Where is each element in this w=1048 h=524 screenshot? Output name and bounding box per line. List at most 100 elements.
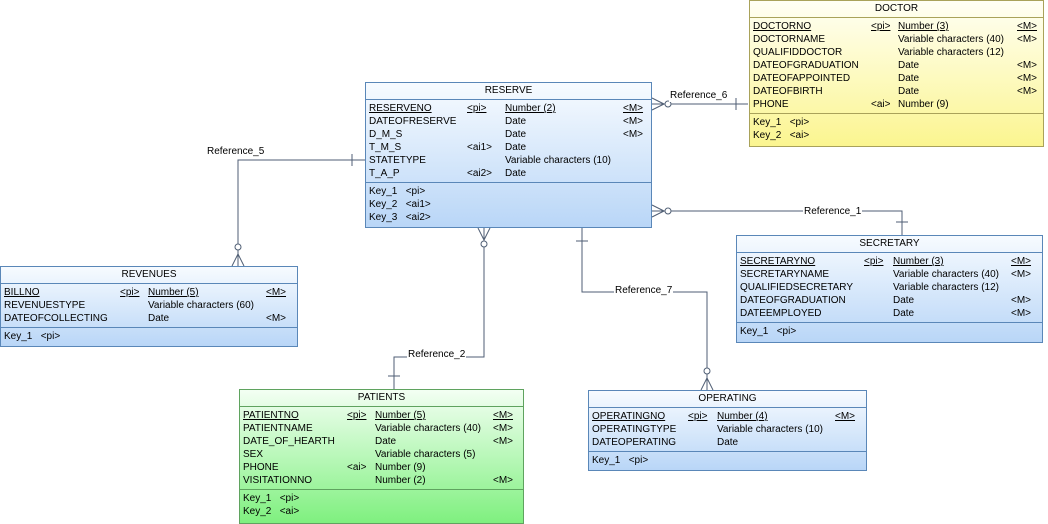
attribute-identifier: <pi> (871, 21, 891, 32)
attribute-mandatory: <M> (493, 410, 514, 421)
reserve-attribute-row[interactable]: T_A_P <ai2> Date (369, 167, 651, 180)
attribute-mandatory: <M> (623, 116, 644, 127)
attribute-identifier: <ai2> (467, 168, 493, 179)
attribute-type: Date (148, 313, 170, 324)
attribute-type: Number (3) (893, 256, 944, 267)
reference-1-label[interactable]: Reference_1 (803, 206, 863, 218)
attribute-name: T_A_P (369, 168, 400, 179)
reserve-entity[interactable]: RESERVE RESERVENO<pi>Number (2)<M>DATEOF… (365, 82, 652, 228)
attribute-type: Date (505, 168, 527, 179)
key-label: Key_3 <ai2> (369, 212, 431, 223)
reference-7-line[interactable] (576, 228, 714, 391)
patients-entity[interactable]: PATIENTS PATIENTNO<pi>Number (5)<M>PATIE… (239, 389, 524, 524)
secretary-title: SECRETARY (737, 236, 1042, 253)
attribute-identifier: <pi> (120, 287, 140, 298)
attribute-name: REVENUESTYPE (4, 300, 86, 311)
operating-title: OPERATING (589, 391, 866, 408)
patients-key-row[interactable]: Key_2 <ai> (243, 505, 523, 518)
attribute-mandatory: <M> (1011, 308, 1032, 319)
doctor-attribute-row[interactable]: DOCTORNO<pi>Number (3)<M> (753, 20, 1043, 33)
attribute-name: DOCTORNO (753, 21, 812, 32)
attribute-type: Variable characters (40) (898, 34, 1004, 45)
reference-5-line[interactable] (231, 154, 365, 267)
revenues-key-row[interactable]: Key_1 <pi> (4, 330, 297, 343)
reference-2-line[interactable] (388, 227, 491, 389)
attribute-identifier: <pi> (864, 256, 884, 267)
attribute-mandatory: <M> (1017, 86, 1038, 97)
attribute-type: Number (2) (505, 103, 556, 114)
key-label: Key_1 <pi> (592, 455, 649, 466)
secretary-key-row[interactable]: Key_1 <pi> (740, 325, 1042, 338)
attribute-type: Date (898, 86, 920, 97)
reserve-key-row[interactable]: Key_2 <ai1> (369, 198, 651, 211)
attribute-type: Variable characters (40) (893, 269, 999, 280)
operating-entity[interactable]: OPERATING OPERATINGNO<pi>Number (4)<M>OP… (588, 390, 867, 471)
attribute-type: Date (505, 142, 527, 153)
attribute-identifier: <ai> (871, 99, 891, 110)
attribute-name: DATEOPERATING (592, 437, 677, 448)
reserve-key-row[interactable]: Key_1 <pi> (369, 185, 651, 198)
reference-6-line[interactable] (651, 97, 748, 111)
secretary-attribute-row[interactable]: DATEEMPLOYED Date <M> (740, 307, 1042, 320)
reference-5-label[interactable]: Reference_5 (206, 146, 266, 158)
operating-key-row[interactable]: Key_1 <pi> (592, 454, 866, 467)
attribute-identifier: <pi> (347, 410, 367, 421)
reference-2-label[interactable]: Reference_2 (407, 349, 467, 361)
reserve-attribute-row[interactable]: RESERVENO<pi>Number (2)<M> (369, 102, 651, 115)
attribute-name: DATE_OF_HEARTH (243, 436, 335, 447)
attribute-name: DATEOFCOLLECTING (4, 313, 108, 324)
attribute-type: Number (9) (898, 99, 949, 110)
reference-7-label[interactable]: Reference_7 (614, 285, 674, 297)
attribute-type: Date (898, 73, 920, 84)
doctor-key-row[interactable]: Key_1 <pi> (753, 116, 1043, 129)
reserve-attribute-row[interactable]: T_M_S <ai1> Date (369, 141, 651, 154)
patients-attribute-row[interactable]: PATIENTNO<pi>Number (5)<M> (243, 409, 523, 422)
attribute-mandatory: <M> (623, 103, 644, 114)
attribute-type: Date (893, 308, 915, 319)
attribute-name: PATIENTNAME (243, 423, 313, 434)
attribute-name: T_M_S (369, 142, 402, 153)
doctor-key-row[interactable]: Key_2 <ai> (753, 129, 1043, 142)
attribute-mandatory: <M> (493, 475, 514, 486)
reference-1-line[interactable] (651, 204, 908, 235)
key-label: Key_1 <pi> (753, 117, 810, 128)
attribute-identifier: <ai1> (467, 142, 493, 153)
attribute-mandatory: <M> (1017, 73, 1038, 84)
reserve-key-row[interactable]: Key_3 <ai2> (369, 211, 651, 224)
attribute-identifier: <ai> (347, 462, 367, 473)
revenues-attribute-row[interactable]: BILLNO<pi>Number (5)<M> (4, 286, 297, 299)
attribute-name: DATEEMPLOYED (740, 308, 822, 319)
patients-key-row[interactable]: Key_1 <pi> (243, 492, 523, 505)
secretary-attribute-row[interactable]: SECRETARYNO<pi>Number (3)<M> (740, 255, 1042, 268)
doctor-entity[interactable]: DOCTOR DOCTORNO<pi>Number (3)<M>DOCTORNA… (749, 0, 1044, 147)
doctor-attribute-row[interactable]: PHONE<ai>Number (9) (753, 98, 1043, 111)
revenues-entity[interactable]: REVENUES BILLNO<pi>Number (5)<M>REVENUES… (0, 266, 298, 347)
operating-attribute-row[interactable]: OPERATINGNO<pi>Number (4)<M> (592, 410, 866, 423)
reference-6-label[interactable]: Reference_6 (669, 90, 729, 102)
reserve-title: RESERVE (366, 83, 651, 100)
patients-attribute-row[interactable]: PHONE<ai>Number (9) (243, 461, 523, 474)
attribute-mandatory: <M> (1017, 21, 1038, 32)
attribute-type: Variable characters (10) (505, 155, 611, 166)
secretary-entity[interactable]: SECRETARY SECRETARYNO <pi> Number (3) <M> SE… (736, 235, 1043, 343)
attribute-name: SECRETARYNO (740, 256, 816, 267)
